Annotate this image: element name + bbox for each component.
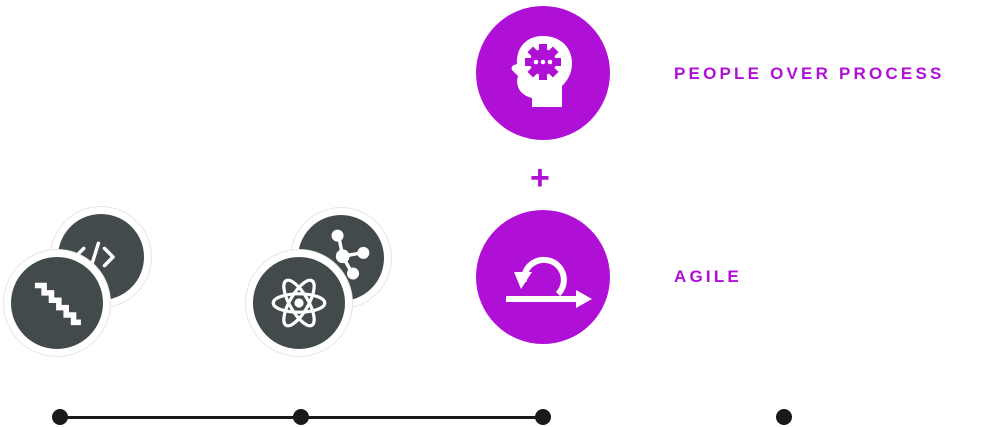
agile-icon-badge bbox=[476, 210, 610, 344]
people-over-process-label: PEOPLE OVER PROCESS bbox=[674, 64, 945, 83]
stairs-icon bbox=[34, 282, 81, 326]
timeline-dot bbox=[293, 409, 309, 425]
timeline-dot bbox=[52, 409, 68, 425]
atom-icon bbox=[271, 278, 327, 328]
atom-icon-badge bbox=[246, 250, 352, 356]
plus-sign: + bbox=[530, 159, 550, 197]
agile-loop-icon bbox=[506, 256, 592, 308]
timeline-dot bbox=[535, 409, 551, 425]
agile-label: AGILE bbox=[674, 267, 742, 286]
share-nodes-icon bbox=[331, 229, 370, 280]
timeline-dot bbox=[776, 409, 792, 425]
head-gear-icon bbox=[511, 36, 572, 107]
stairs-icon-badge bbox=[4, 250, 110, 356]
people-over-process-icon-badge bbox=[476, 6, 610, 140]
